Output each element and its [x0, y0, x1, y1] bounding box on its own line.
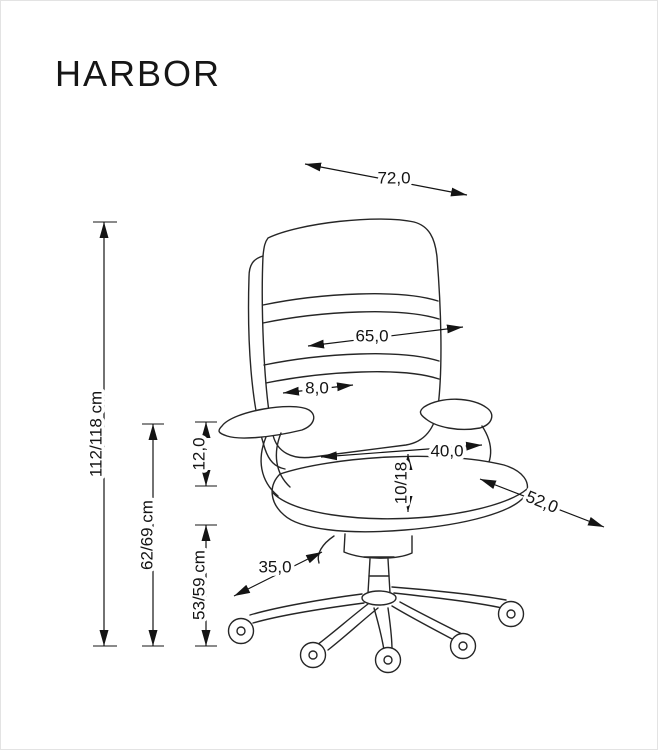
dimension-label: 52,0 — [523, 487, 561, 517]
dim-base-radius — [233, 551, 323, 597]
dim-armrest-height — [142, 423, 164, 647]
backrest-seam — [262, 311, 440, 324]
dim-seat-height — [195, 524, 217, 647]
caster-wheel — [374, 646, 402, 674]
dimension-label: 112/118 cm — [87, 391, 106, 477]
dimension-label: 53/59 cm — [190, 550, 209, 620]
chair-base — [227, 586, 525, 674]
product-title: HARBOR — [55, 53, 222, 94]
dimension-line — [304, 162, 468, 197]
backrest-seam — [265, 371, 440, 384]
dim-top-depth — [304, 162, 468, 197]
dimension-label: 8,0 — [305, 379, 329, 398]
chair-armrest-left — [218, 405, 315, 497]
dimension-line — [233, 551, 323, 597]
caster-wheel — [449, 632, 477, 660]
base-hub — [361, 590, 397, 606]
caster-wheel — [299, 641, 327, 669]
chair-drawing — [218, 218, 529, 674]
backrest-seam — [263, 353, 440, 366]
backrest-seam — [262, 293, 439, 306]
base-leg — [391, 601, 463, 641]
dimension-annotations: 112/118 cm 62/69 cm 53/59 cm 12,0 10/18 … — [83, 162, 605, 647]
chair-gas-lift — [363, 556, 395, 594]
dim-total-height — [93, 221, 117, 647]
dim-armrest-above-seat — [195, 421, 217, 487]
base-leg — [373, 607, 393, 651]
dim-armrest-pad-width — [282, 382, 354, 396]
chair-armrest-right — [419, 398, 493, 476]
dimension-label: 40,0 — [430, 442, 463, 461]
dim-seat-width — [320, 441, 483, 461]
dimension-label: 65,0 — [355, 327, 388, 346]
dimension-line — [320, 441, 483, 461]
dimension-line — [307, 324, 464, 349]
dimension-label: 12,0 — [190, 437, 209, 470]
dimension-label: 10/18 — [392, 462, 411, 505]
dim-seat-depth — [479, 478, 605, 528]
caster-wheel — [497, 600, 525, 628]
base-leg — [316, 603, 379, 651]
dim-backrest-width — [307, 324, 464, 349]
base-leg — [249, 593, 365, 624]
dimension-label: 62/69 cm — [138, 500, 157, 570]
dimension-line — [282, 382, 354, 396]
backrest-side-frame — [247, 255, 286, 470]
base-leg — [391, 586, 507, 609]
caster-wheel — [227, 617, 255, 645]
dimension-label: 72,0 — [377, 169, 410, 188]
dimension-label: 35,0 — [258, 558, 291, 577]
chair-mechanism — [317, 533, 413, 564]
adjustment-lever — [317, 535, 335, 564]
dimension-line — [479, 478, 605, 528]
